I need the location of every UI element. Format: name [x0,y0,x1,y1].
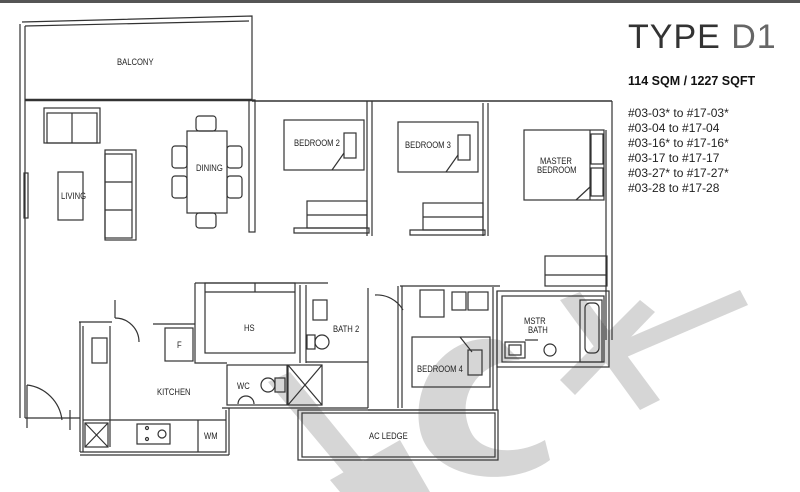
room-label-wm: WM [204,431,218,441]
unit-type-prefix: TYPE [628,18,732,56]
room-label-balcony: BALCONY [117,57,154,67]
room-label-bedroom-2: BEDROOM 2 [294,138,340,148]
unit-area: 114 SQM / 1227 SQFT [628,74,756,88]
room-label-master-bedroom-line1: MASTER [540,156,572,166]
room-label-living: LIVING [61,191,87,201]
unit-range: #03-28 to #17-28 [628,181,720,195]
unit-number-list: #03-03* to #17-03* #03-04 to #17-04 #03-… [628,106,729,196]
room-label-bedroom-3: BEDROOM 3 [405,140,451,150]
unit-type-title: TYPE D1 [628,18,777,57]
unit-range: #03-04 to #17-04 [628,121,720,135]
room-label-master-bath-line2: BATH [528,325,548,335]
room-label-ac-ledge: AC LEDGE [369,431,408,441]
unit-range: #03-17 to #17-17 [628,151,720,165]
room-label-master-bedroom-line2: BEDROOM [537,165,577,175]
watermark [268,290,748,492]
room-label-kitchen: KITCHEN [157,387,191,397]
room-label-fridge: F [177,340,182,350]
unit-range: #03-16* to #17-16* [628,136,729,150]
room-label-bath-2: BATH 2 [333,324,360,334]
room-label-hs: HS [244,323,255,333]
top-border [0,0,800,3]
unit-range: #03-27* to #17-27* [628,166,729,180]
unit-type-code: D1 [731,18,777,56]
unit-range: #03-03* to #17-03* [628,106,729,120]
room-label-master-bath-line1: MSTR [524,316,546,326]
room-label-wc: WC [237,381,250,391]
room-label-dining: DINING [196,163,223,173]
room-label-bedroom-4: BEDROOM 4 [417,364,463,374]
